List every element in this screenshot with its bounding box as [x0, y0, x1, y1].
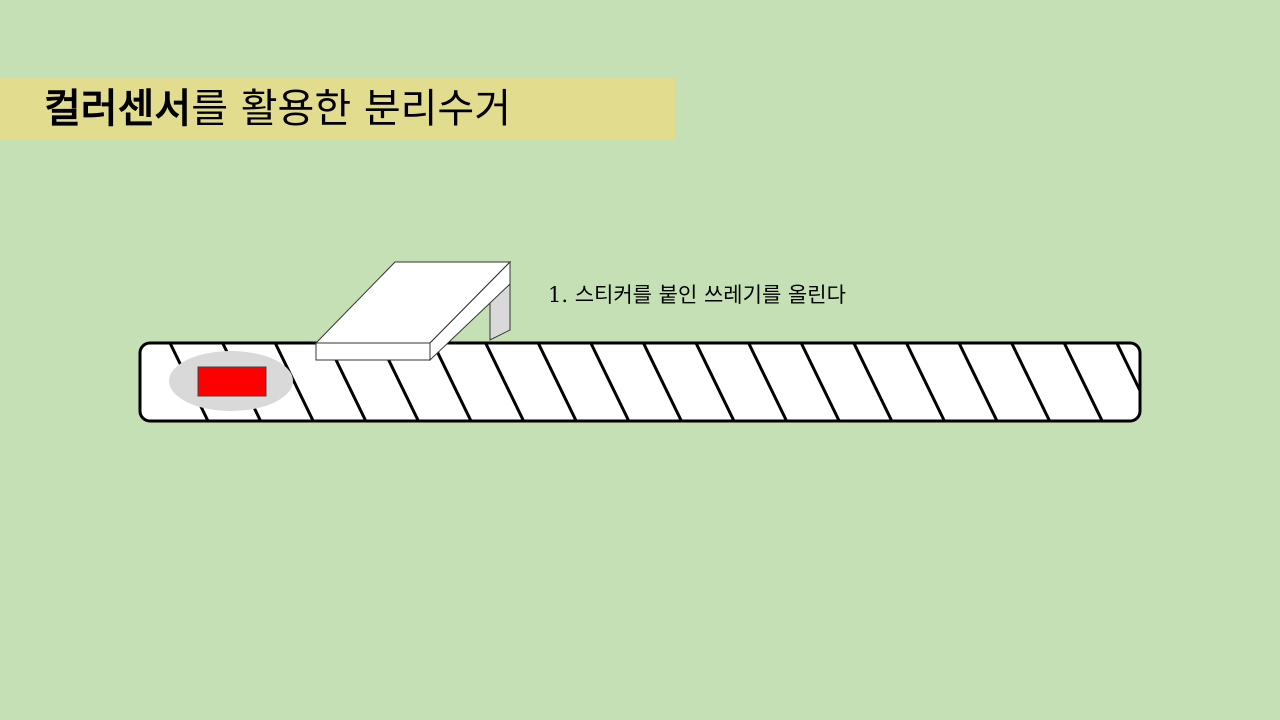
belt-stripe: [642, 343, 683, 421]
step-instruction: 1. 스티커를 붙인 쓰레기를 올린다: [548, 283, 846, 307]
slide-title: 컬러센서를 활용한 분리수거: [44, 78, 511, 139]
title-sensor-word: 컬러센서: [44, 85, 192, 132]
belt-stripes: [168, 343, 1140, 421]
belt-stripe: [747, 343, 788, 421]
trash-box-front: [315, 342, 431, 361]
trash-box: [314, 260, 512, 362]
belt-outline: [138, 341, 1142, 423]
belt-stripe: [694, 343, 736, 421]
belt-stripe: [431, 343, 473, 421]
belt-stripe: [1115, 343, 1140, 421]
belt-stripe: [1010, 343, 1051, 421]
belt-stripe: [536, 343, 578, 421]
belt-stripe: [905, 343, 946, 421]
belt-stripe: [957, 343, 999, 421]
belt-stripe: [484, 343, 525, 421]
title-rest: 를 활용한 분리수거: [191, 86, 512, 132]
red-sticker: [197, 366, 267, 397]
title-band: [0, 78, 675, 139]
belt-stripe: [799, 343, 841, 421]
belt-stripe: [273, 343, 315, 421]
belt-stripe: [1062, 343, 1104, 421]
belt-stripe: [852, 343, 894, 421]
belt-stripe: [589, 343, 631, 421]
